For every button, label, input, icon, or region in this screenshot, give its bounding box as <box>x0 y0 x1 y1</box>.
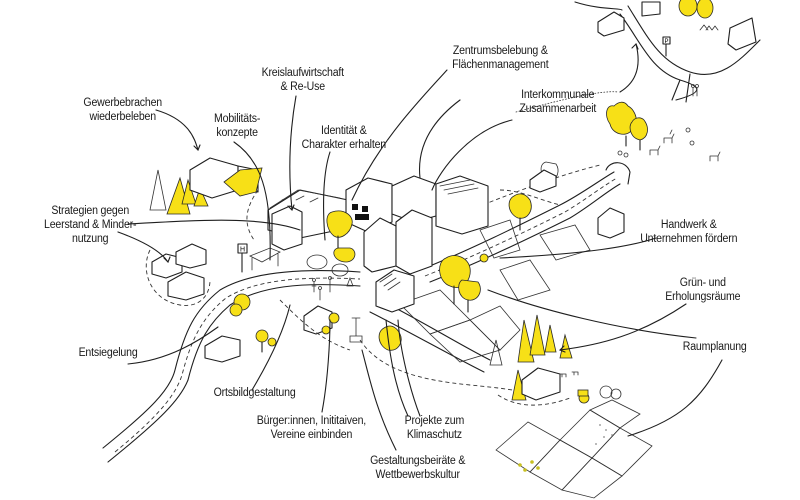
label-line: Klimaschutz <box>406 429 462 441</box>
label-line: Grün- und <box>679 277 726 289</box>
arrow-gestaltung <box>361 349 397 451</box>
label-line: Charakter erhalten <box>301 139 387 151</box>
label-line: nutzung <box>72 233 109 245</box>
label-line: & Re-Use <box>280 81 326 93</box>
arrow-mobilitaet <box>233 141 271 261</box>
label-mobilitaet: Mobilitäts- konzepte <box>214 112 260 140</box>
label-line: Raumplanung <box>682 341 747 353</box>
label-buerger: Bürger:innen, Inititaiven, Vereine einbi… <box>256 414 367 442</box>
leader-lines <box>117 43 723 451</box>
label-line: Zentrumsbelebung & <box>452 45 548 57</box>
label-line: Gestaltungsbeiräte & <box>370 455 466 467</box>
label-line: Ortsbildgestaltung <box>213 387 296 399</box>
label-line: Flächenmanagement <box>452 59 549 71</box>
arrow-entsiegelung <box>127 326 219 365</box>
label-kreislaufwirtschaft: Kreislaufwirtschaft & Re-Use <box>261 66 345 94</box>
label-gruen: Grün- und Erholungsräume <box>665 276 740 304</box>
label-line: Handwerk & <box>660 219 717 231</box>
label-line: Wettbewerbskultur <box>375 469 460 481</box>
arrow-buerger <box>321 319 331 413</box>
label-line: Entsiegelung <box>78 347 138 359</box>
arrow-zentrum-2 <box>419 99 461 179</box>
arrow-klima-1 <box>385 319 409 417</box>
label-gewerbebrachen: Gewerbebrachen wiederbeleben <box>83 96 162 124</box>
arrow-interkommunal-up <box>619 43 639 93</box>
allotment-fields <box>495 399 653 499</box>
label-line: Erholungsräume <box>665 291 741 303</box>
arrow-identitaet <box>323 151 331 241</box>
yellow-tree <box>696 0 714 19</box>
label-entsiegelung: Entsiegelung <box>79 346 138 360</box>
label-line: Interkommunale <box>521 89 595 101</box>
label-line: Kreislaufwirtschaft <box>261 67 345 79</box>
label-line: Projekte zum <box>404 415 465 427</box>
arrow-raumplanung-2 <box>627 359 723 437</box>
left-cluster: H <box>145 157 281 363</box>
arrow-gewerbebrachen <box>155 109 199 151</box>
conifer-forest <box>489 314 622 406</box>
arrow-klima-2 <box>397 319 421 417</box>
town-centre <box>267 161 625 351</box>
label-klimaschutz: Projekte zum Klimaschutz <box>405 414 465 442</box>
label-interkommunale: Interkommunale Zusammenarbeit <box>519 88 596 116</box>
label-line: wiederbeleben <box>89 111 156 123</box>
label-line: Zusammenarbeit <box>519 103 597 115</box>
label-gestaltungsbeiraete: Gestaltungsbeiräte & Wettbewerbskultur <box>370 454 465 482</box>
arrow-kreislauf <box>289 95 297 211</box>
arrow-leerstand-1 <box>127 219 301 231</box>
label-line: Identität & <box>321 125 367 137</box>
arrow-ortsbild <box>251 304 291 391</box>
label-ortsbild: Ortsbildgestaltung <box>214 386 296 400</box>
label-line: Strategien gegen <box>51 205 130 217</box>
label-line: Gewerbebrachen <box>83 97 163 109</box>
arrow-zentrum <box>351 69 448 201</box>
arrow-gruen <box>559 303 687 351</box>
label-line: Mobilitäts- <box>214 113 261 125</box>
label-line: Leerstand & Minder- <box>44 219 137 231</box>
label-line: Vereine einbinden <box>270 429 353 441</box>
arrow-raumplanung-1 <box>487 289 697 339</box>
dashed-boundaries <box>246 189 561 351</box>
label-line: konzepte <box>216 127 258 139</box>
label-leerstand: Strategien gegen Leerstand & Minder- nut… <box>44 204 137 246</box>
label-identitaet: Identität & Charakter erhalten <box>301 124 387 152</box>
bus-stop-label: H <box>240 247 245 254</box>
label-handwerk: Handwerk & Unternehmen fördern <box>640 218 737 246</box>
arrow-interkommunal <box>431 119 513 191</box>
yellow-sail <box>223 167 263 197</box>
yellow-tree <box>678 0 698 17</box>
label-line: Bürger:innen, Inititaiven, <box>256 415 367 427</box>
parking-sign-label: P <box>665 39 669 45</box>
neighbouring-village: P <box>574 0 761 103</box>
arrow-handwerk <box>499 237 657 259</box>
label-zentrumsbelebung: Zentrumsbelebung & Flächenmanagement <box>452 44 548 72</box>
meadow-with-deer <box>606 101 721 162</box>
label-line: Unternehmen fördern <box>640 233 738 245</box>
label-raumplanung: Raumplanung <box>683 340 747 354</box>
